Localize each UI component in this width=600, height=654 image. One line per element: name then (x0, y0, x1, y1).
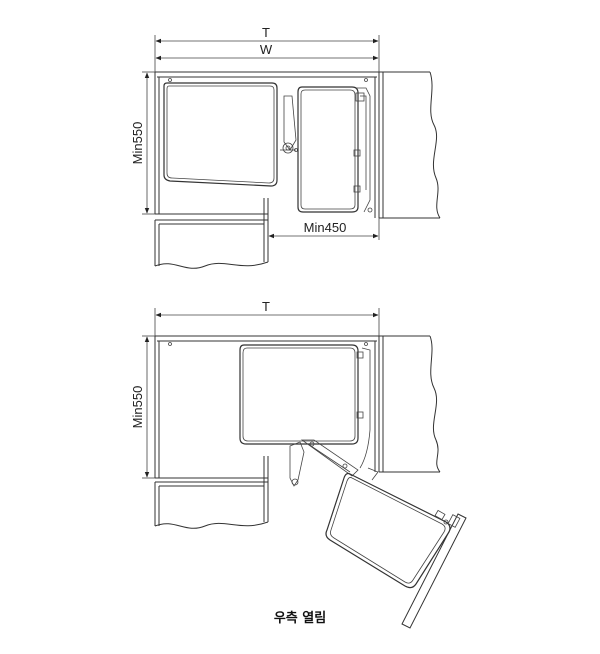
left-shelf-top (163, 82, 278, 187)
cabinet-body-top (154, 71, 380, 218)
dimension-t-top: T (154, 25, 380, 72)
caption-right-opening: 우측 열림 (274, 610, 326, 626)
adjacent-cabinet-right-top (379, 71, 441, 219)
dimension-w-label: W (260, 42, 273, 57)
dimension-height-label: Min550 (130, 122, 145, 165)
mechanism-top (280, 95, 298, 154)
dimension-bottom-top: Min450 (268, 218, 380, 240)
front-panel-bottom (154, 456, 269, 529)
cabinet-body-bottom (154, 335, 380, 479)
dimension-t-label: T (262, 25, 270, 40)
dimension-height-bottom: Min550 (130, 335, 158, 479)
swung-door (401, 513, 467, 629)
mechanism-bottom (289, 439, 359, 487)
blind-shelf-moved (239, 344, 371, 469)
right-shelf-top (297, 86, 373, 213)
dimension-t-label-bottom: T (262, 299, 270, 314)
pulled-out-basket (325, 467, 451, 589)
adjacent-cabinet-right-bottom (379, 335, 441, 473)
dimension-height-label-bottom: Min550 (130, 386, 145, 429)
front-panel-top (154, 198, 269, 269)
bottom-view: T Min550 (130, 299, 467, 629)
dimension-bottom-label: Min450 (304, 220, 347, 235)
dimension-height-top: Min550 (130, 71, 158, 215)
dimension-w: W (155, 42, 379, 61)
dimension-t-bottom: T (154, 299, 380, 336)
top-view: T W Min550 (130, 25, 441, 269)
